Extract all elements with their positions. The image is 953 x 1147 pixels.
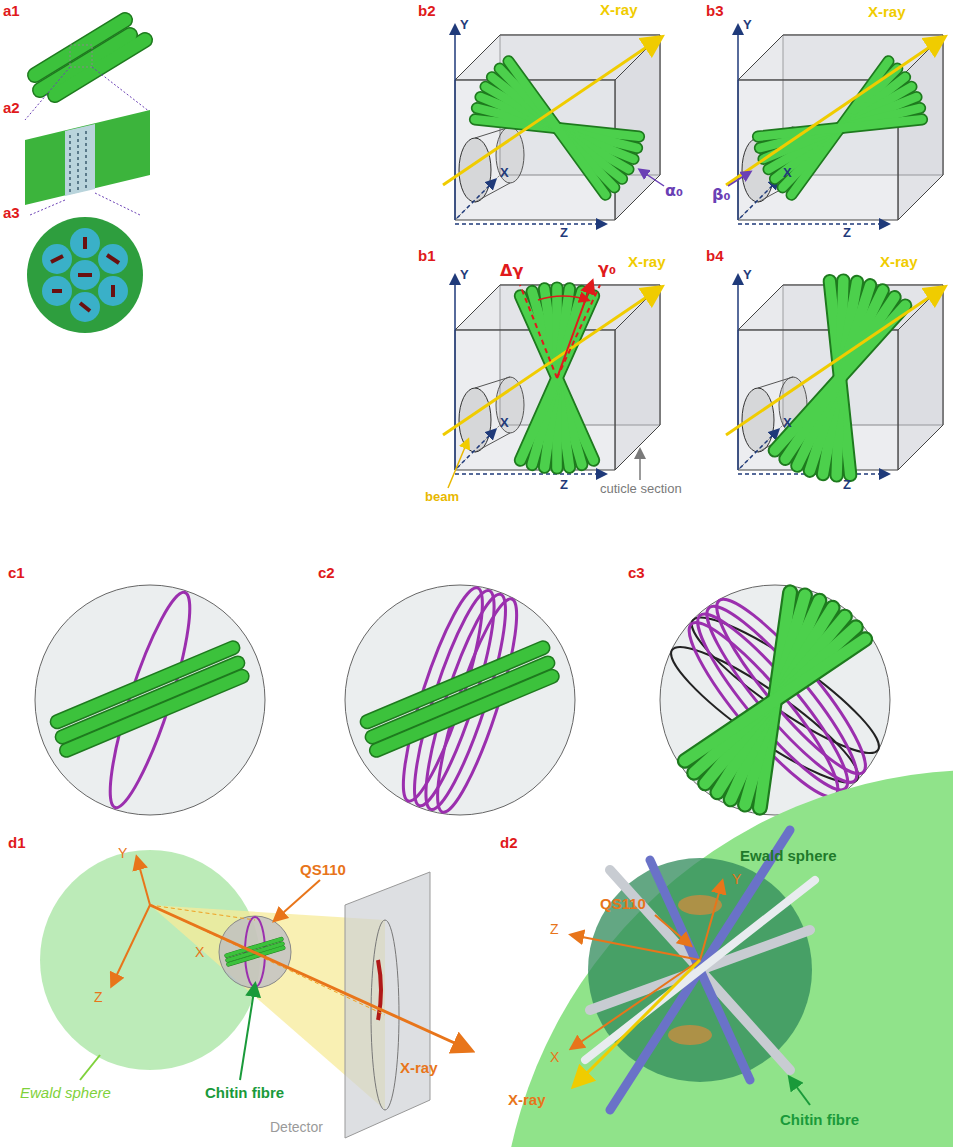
reciprocal-sphere <box>345 581 575 819</box>
xray-beam <box>443 38 660 185</box>
panel-label: a1 <box>3 3 20 20</box>
angle-markers <box>448 170 750 488</box>
angle-label: β₀ <box>712 186 730 204</box>
beam-label: X-ray <box>628 254 666 271</box>
panel-label: c1 <box>8 565 25 582</box>
angle-label: α₀ <box>665 182 683 200</box>
fibre-fan <box>752 58 928 199</box>
reflection-label: QS110 <box>300 862 346 879</box>
axis-label: Y <box>118 846 127 861</box>
beam-label: X-ray <box>880 254 918 271</box>
axis-label: X <box>500 416 509 430</box>
axis-label: Y <box>732 872 741 887</box>
sphere-label: Ewald sphere <box>20 1085 111 1102</box>
axis-label: X <box>783 416 792 430</box>
panel-label: c3 <box>628 565 645 582</box>
fibre-fan <box>469 58 645 199</box>
panel-label: a2 <box>3 100 20 117</box>
reciprocal-sphere <box>35 585 265 815</box>
axis-label: X <box>195 945 204 960</box>
axis-label: Y <box>743 268 752 282</box>
beam-label: X-ray <box>868 4 906 21</box>
fibre-fan <box>772 273 908 483</box>
sphere-label: Ewald sphere <box>740 848 837 865</box>
axis-label: X <box>550 1050 559 1065</box>
fibre-segment <box>25 110 150 215</box>
reciprocal-sphere <box>658 584 891 815</box>
axis-label: Z <box>560 226 568 240</box>
fibre-label: Chitin fibre <box>780 1112 859 1129</box>
panel-label: d2 <box>500 835 518 852</box>
axis-label: Z <box>550 922 559 937</box>
panel-label: b1 <box>418 248 436 265</box>
panel-label: b2 <box>418 3 436 20</box>
reflection-label: QS110 <box>600 896 646 913</box>
angle-label: Δγ <box>500 262 523 280</box>
panel-label: b3 <box>706 3 724 20</box>
panel-label: a3 <box>3 205 20 222</box>
xray-beam <box>443 288 660 435</box>
cuticle-box <box>455 26 660 224</box>
axis-label: Z <box>843 226 851 240</box>
fibre-label: Chitin fibre <box>205 1085 284 1102</box>
axis-label: X <box>783 166 792 180</box>
axis-label: X <box>500 166 509 180</box>
xray-beam <box>726 38 943 185</box>
fibre-cross-section <box>27 217 143 333</box>
angle-label: γ₀ <box>598 260 616 278</box>
axis-label: Z <box>94 990 103 1005</box>
panel-label: c2 <box>318 565 335 582</box>
panel-label: d1 <box>8 835 26 852</box>
panel-label: b4 <box>706 248 724 265</box>
beam-label: X-ray <box>600 2 638 19</box>
axis-label: Y <box>460 268 469 282</box>
axis-label: Z <box>843 478 851 492</box>
beam-label: beam <box>425 490 459 504</box>
cuticle-box <box>738 26 943 224</box>
axis-label: Y <box>460 18 469 32</box>
detector-label: Detector <box>270 1120 323 1135</box>
ewald-detail <box>500 770 953 1147</box>
xray-beam <box>726 288 943 435</box>
axis-label: Z <box>560 478 568 492</box>
cuticle-box <box>455 276 660 474</box>
section-label: cuticle section <box>600 482 682 496</box>
beam-label: X-ray <box>400 1060 438 1077</box>
axis-label: Y <box>743 18 752 32</box>
beam-label: X-ray <box>508 1092 546 1109</box>
fibre-bundle <box>25 20 150 120</box>
